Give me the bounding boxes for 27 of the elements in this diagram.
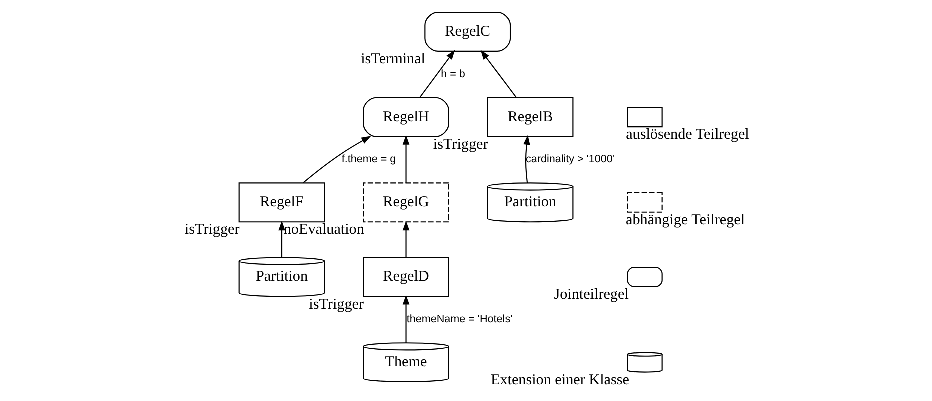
edge-label: h = b: [440, 68, 465, 80]
arrow: [402, 135, 410, 184]
arrow: [302, 136, 371, 184]
arrow: [278, 220, 285, 258]
node-label: isTerminal: [360, 52, 426, 68]
node-box: RegelF: [238, 182, 325, 223]
node-label: isTrigger: [432, 136, 488, 153]
arrow: [402, 220, 410, 258]
node-box: RegelC: [424, 12, 511, 52]
node-box: RegelD: [362, 257, 449, 298]
node-box: RegelB: [486, 97, 574, 138]
legend-label: Jointeilregel: [554, 287, 628, 304]
arrow: [523, 135, 530, 184]
node-label: isTrigger: [184, 222, 240, 238]
arrow: [402, 295, 410, 344]
arrow: [419, 50, 455, 98]
node-box: RegelH: [362, 97, 449, 138]
legend-label: Extension einer Klasse: [490, 372, 629, 388]
arrow: [480, 50, 517, 98]
node-box: RegelG: [362, 182, 449, 223]
edge-label: f.theme = g: [341, 154, 396, 166]
legend-label: abhängige Teilregel: [626, 212, 745, 228]
node-label: isTrigger: [308, 296, 364, 313]
edge-label: cardinality > '1000': [525, 154, 615, 166]
legend-label: auslösende Teilregel: [626, 127, 749, 144]
edge-label: themeName = 'Hotels': [406, 314, 512, 326]
node-label: noEvaluation: [283, 222, 364, 238]
